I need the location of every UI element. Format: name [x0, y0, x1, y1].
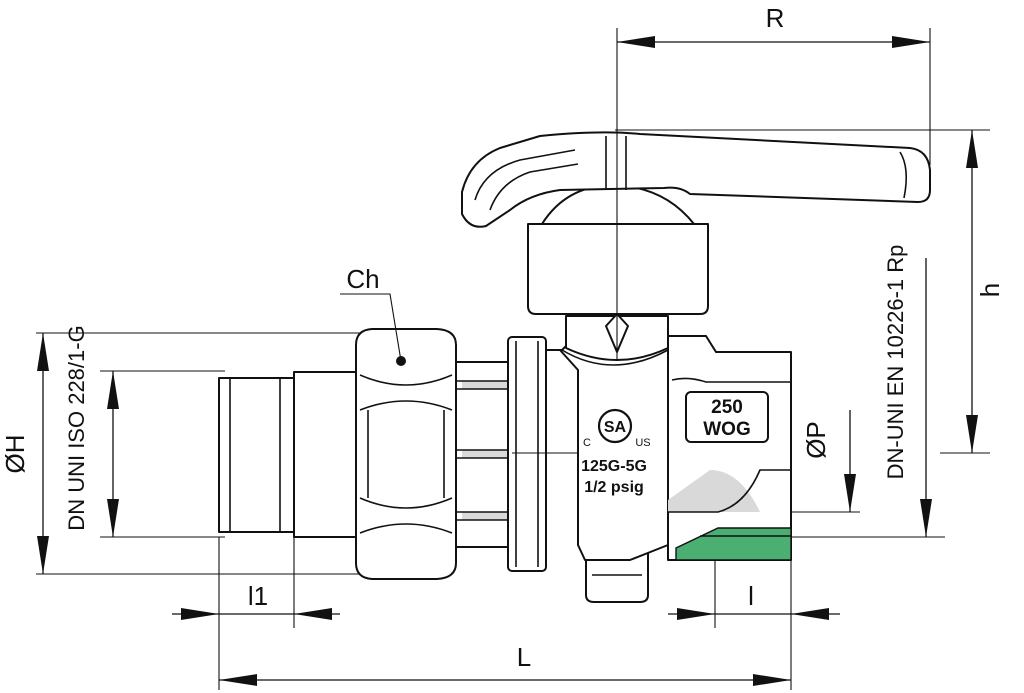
dimension-h-label: h	[975, 283, 1005, 297]
dimension-L-label: L	[517, 642, 531, 672]
dimension-female-thread: DN-UNI EN 10226-1 Rp	[883, 245, 932, 537]
gas-rating-text: 125G-5G	[581, 458, 647, 475]
body-markings: 250 WOG SA C US 125G-5G 1/2 psig	[581, 391, 769, 496]
dimension-L: L	[219, 642, 791, 686]
male-threaded-end	[218, 371, 361, 538]
union-nut	[355, 328, 457, 580]
pressure-rating-line-1: 250	[711, 397, 743, 418]
cert-left-text: C	[583, 437, 591, 449]
pressure-rating-badge	[685, 391, 769, 443]
dimension-l1-label: l1	[248, 581, 268, 611]
dimension-OP-label: ØP	[801, 421, 831, 459]
leader-Ch-label: Ch	[346, 264, 379, 294]
dimension-male-thread: DN UNI ISO 228/1-G	[64, 325, 119, 537]
cert-logo-text: SA	[604, 419, 627, 436]
coupling-tail	[455, 361, 513, 548]
female-threaded-end	[667, 335, 792, 561]
dimension-OH-label: ØH	[0, 435, 30, 474]
psig-text: 1/2 psig	[584, 479, 644, 496]
cert-right-text: US	[635, 437, 650, 449]
dimension-R-label: R	[766, 3, 785, 33]
dimension-l-label: l	[748, 581, 754, 611]
dimension-OH: ØH	[0, 333, 49, 574]
dimension-OP: ØP	[801, 410, 856, 512]
female-thread-standard: DN-UNI EN 10226-1 Rp	[883, 245, 908, 480]
dimension-R: R	[617, 3, 930, 48]
csa-certification-icon: SA C US	[583, 408, 651, 449]
dimension-l: l	[668, 581, 840, 620]
dimension-h: h	[966, 130, 1005, 453]
flange-ring	[507, 336, 580, 572]
pressure-rating-line-2: WOG	[703, 419, 751, 440]
dimension-l1: l1	[172, 581, 340, 620]
male-thread-standard: DN UNI ISO 228/1-G	[64, 325, 89, 530]
lever-handle	[461, 131, 931, 315]
leader-Ch: Ch	[340, 264, 402, 362]
